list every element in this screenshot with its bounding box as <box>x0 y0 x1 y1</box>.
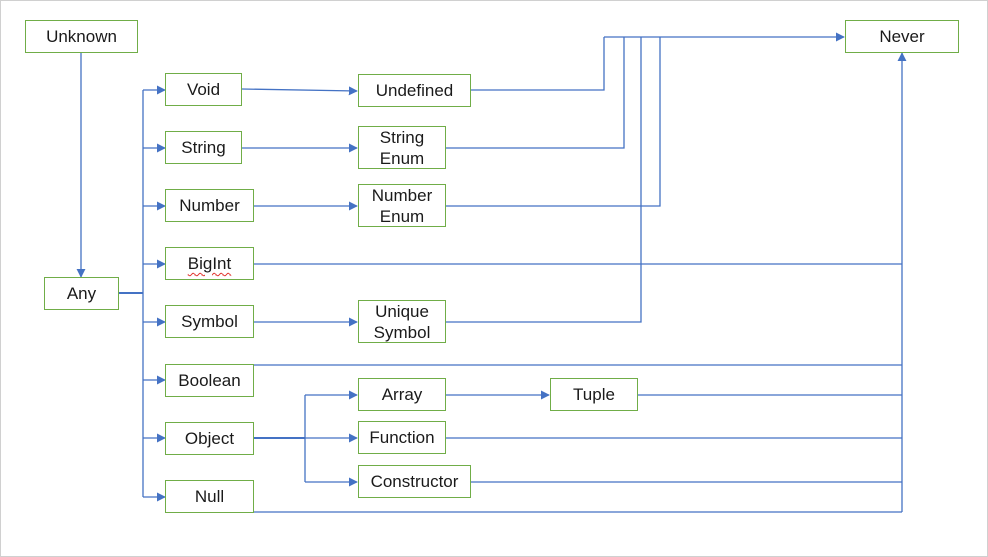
node-null: Null <box>165 480 254 513</box>
node-array: Array <box>358 378 446 411</box>
node-object: Object <box>165 422 254 455</box>
node-tuple: Tuple <box>550 378 638 411</box>
node-number: Number <box>165 189 254 222</box>
node-symbol: Symbol <box>165 305 254 338</box>
node-never: Never <box>845 20 959 53</box>
edge-numberenum-never <box>446 37 661 207</box>
node-any: Any <box>44 277 119 310</box>
node-void: Void <box>165 73 242 106</box>
node-unknown: Unknown <box>25 20 138 53</box>
edge-stringenum-never <box>446 37 625 149</box>
node-bigint-label: BigInt <box>187 254 232 273</box>
node-boolean: Boolean <box>165 364 254 397</box>
edge-undefined-never <box>471 37 605 91</box>
node-constructor: Constructor <box>358 465 471 498</box>
edge-void-undefined <box>241 86 358 96</box>
node-bigint: BigInt <box>165 247 254 280</box>
node-number-enum: Number Enum <box>358 184 446 227</box>
node-function: Function <box>358 421 446 454</box>
node-undefined: Undefined <box>358 74 471 107</box>
edge-uniquesymbol-never <box>446 37 642 323</box>
node-string-enum: String Enum <box>358 126 446 169</box>
node-unique-symbol: Unique Symbol <box>358 300 446 343</box>
node-string: String <box>165 131 242 164</box>
